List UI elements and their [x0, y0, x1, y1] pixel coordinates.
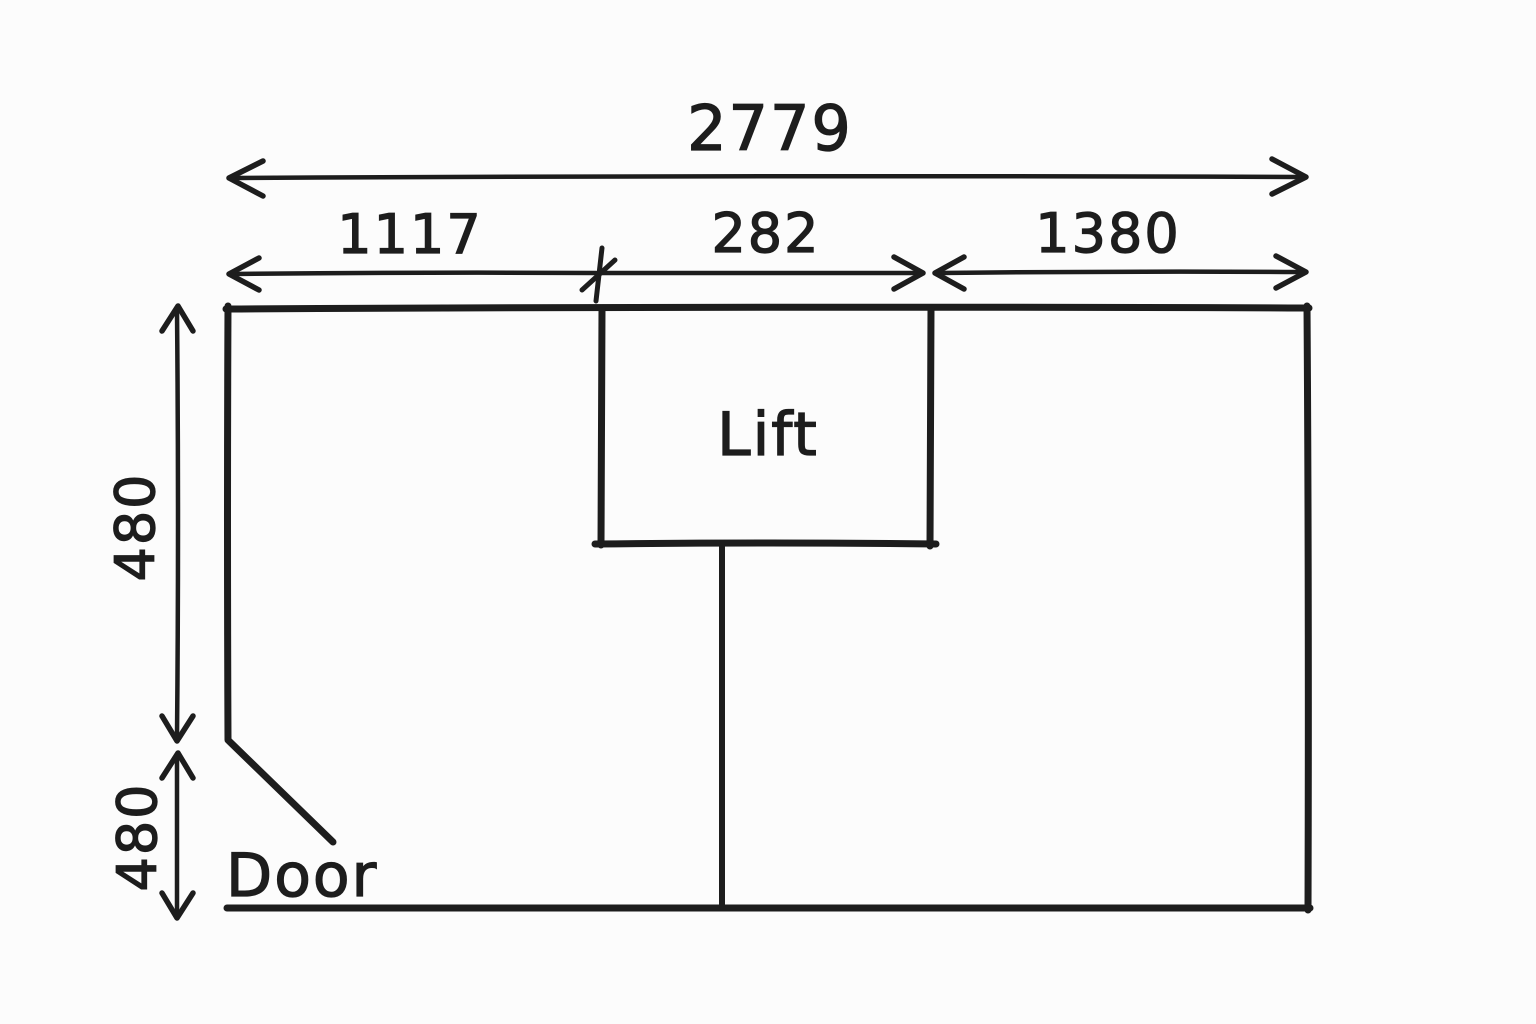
upper-height-value: 480	[104, 472, 167, 581]
arrow-right-icon	[1273, 253, 1309, 291]
overall-width-value: 2779	[687, 92, 853, 165]
arrow-left-icon	[932, 254, 967, 292]
arrow-left-icon	[226, 255, 262, 293]
dimension-line	[174, 308, 181, 739]
arrow-up-icon	[159, 303, 196, 334]
dimension-tick-slash	[579, 257, 618, 293]
dimension-overall-width: 2779	[226, 91, 1309, 199]
left-wall	[224, 302, 232, 744]
left-segment-value: 1117	[337, 203, 482, 266]
arrow-down-icon	[159, 713, 196, 744]
arrow-right-icon	[1269, 156, 1309, 197]
door-height-value: 480	[106, 782, 169, 891]
door-label: Door	[226, 841, 378, 911]
door-swing-line	[225, 737, 337, 846]
arrow-up-icon	[159, 750, 196, 781]
bottom-wall	[223, 904, 1314, 912]
dimension-line	[231, 173, 1304, 181]
dimension-lift-segment: 282	[597, 201, 926, 292]
dimension-line	[230, 270, 599, 277]
lift-label: Lift	[717, 400, 819, 470]
dimension-line	[937, 269, 1303, 276]
arrow-right-icon	[891, 254, 926, 292]
lift-segment-value: 282	[711, 202, 820, 265]
dimension-right-segment: 1380	[932, 201, 1309, 292]
lift-right-wall	[926, 305, 935, 550]
arrow-left-icon	[226, 158, 266, 199]
top-wall	[222, 303, 1313, 313]
dimension-upper-height: 480	[103, 303, 196, 744]
lift-bottom-wall	[591, 539, 940, 548]
dimension-door-height: 480	[105, 750, 196, 921]
arrow-down-icon	[159, 890, 196, 921]
room-outline	[222, 302, 1314, 914]
right-segment-value: 1380	[1035, 202, 1180, 265]
lift-box: Lift	[591, 305, 940, 550]
dimension-left-segment: 1117	[226, 202, 618, 304]
lift-left-wall	[597, 305, 606, 549]
right-wall	[1303, 302, 1312, 914]
